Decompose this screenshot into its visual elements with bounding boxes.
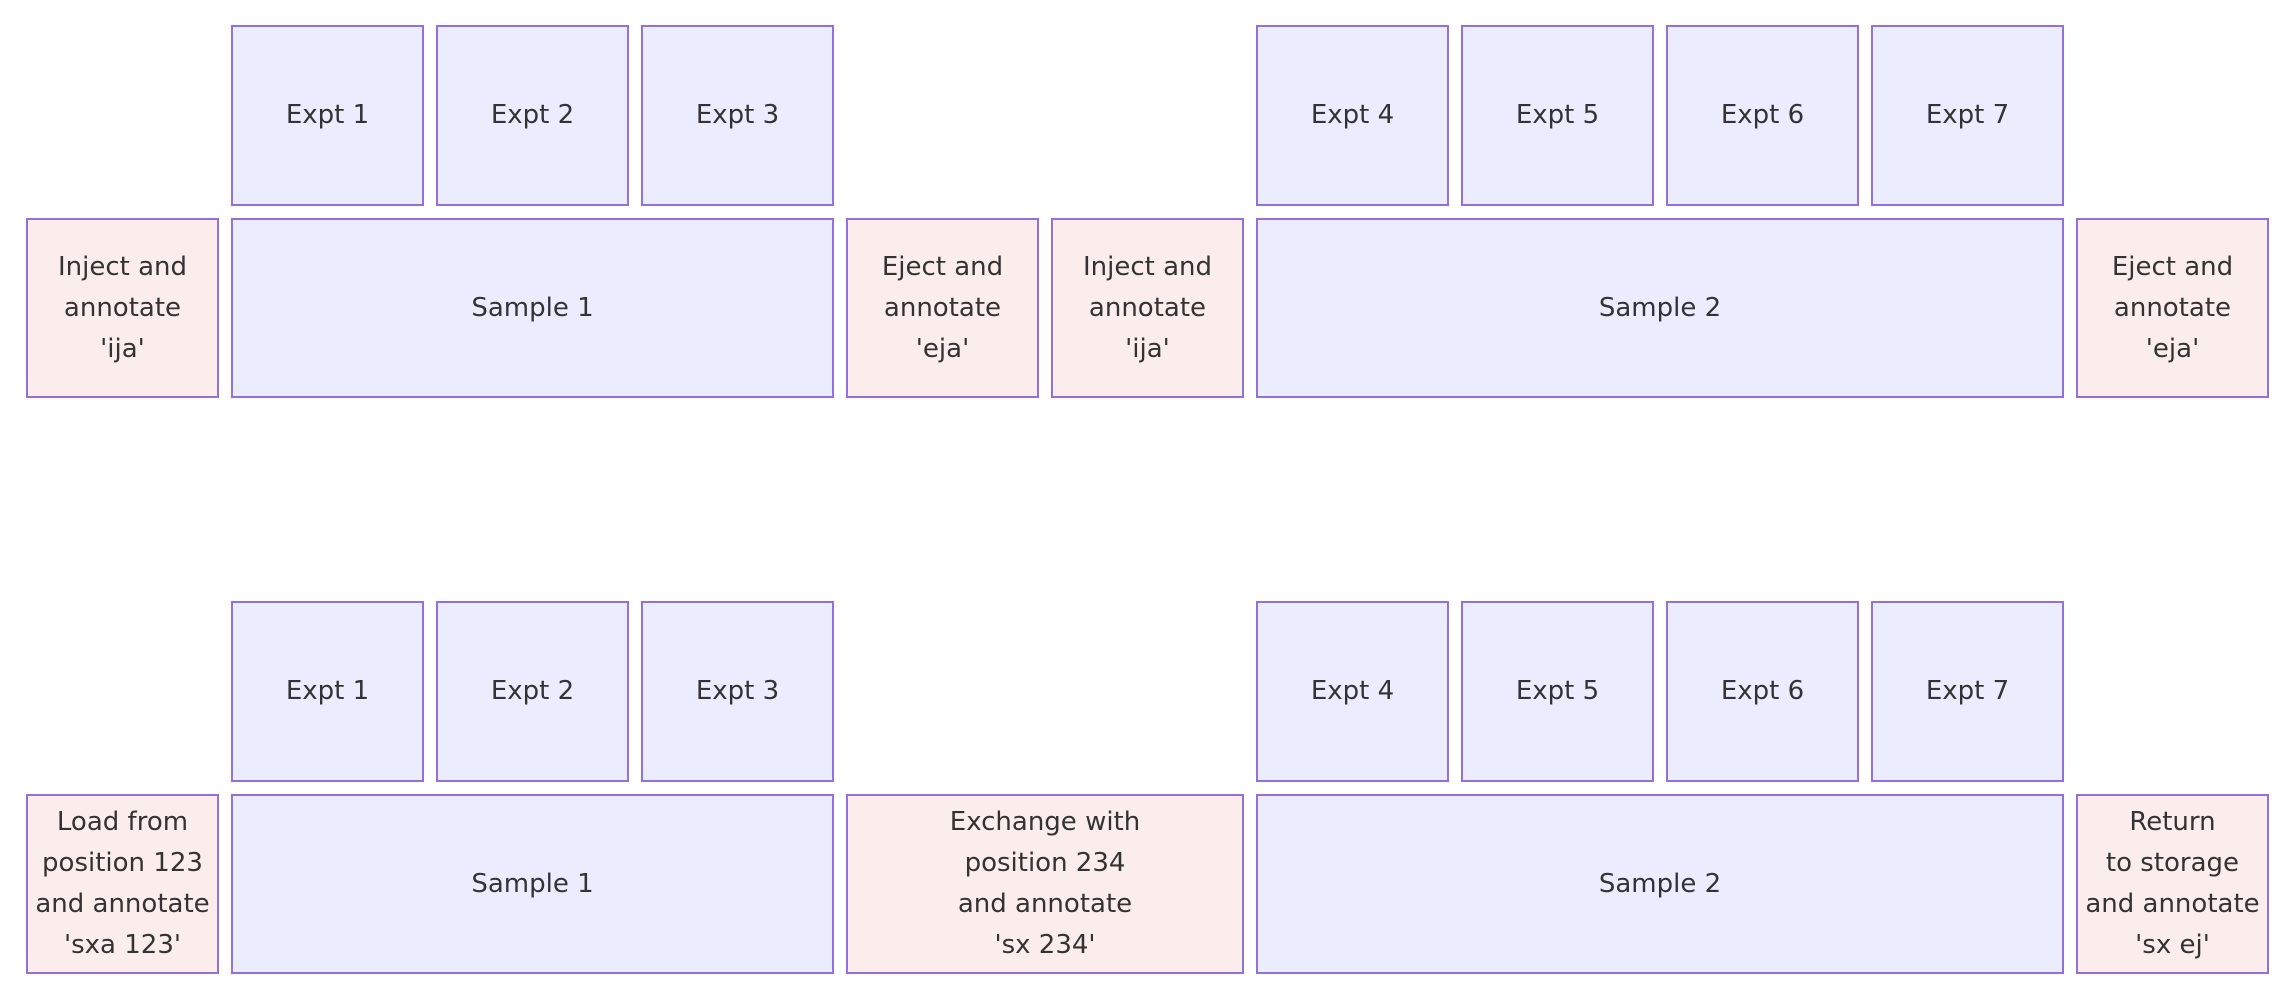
sample-label: Sample 1: [471, 868, 594, 899]
sample-box: Sample 1: [231, 218, 834, 398]
experiment-box: Expt 1: [231, 25, 424, 206]
action-step-box: Inject and annotate 'ija': [26, 218, 219, 398]
experiment-label: Expt 7: [1925, 676, 2010, 706]
action-step-box: Load from position 123 and annotate 'sxa…: [26, 794, 219, 974]
action-step-label: Load from position 123 and annotate 'sxa…: [35, 807, 210, 960]
experiment-box: Expt 4: [1256, 601, 1449, 782]
experiment-label: Expt 2: [490, 676, 575, 706]
experiment-label: Expt 3: [695, 100, 780, 130]
sample-label: Sample 1: [471, 292, 594, 323]
action-step-label: Inject and annotate 'ija': [1082, 251, 1213, 364]
experiment-box: Expt 7: [1871, 25, 2064, 206]
action-step-box: Return to storage and annotate 'sx ej': [2076, 794, 2269, 974]
action-step-label: Inject and annotate 'ija': [57, 251, 188, 364]
experiment-label: Expt 2: [490, 100, 575, 130]
experiment-label: Expt 1: [285, 100, 370, 130]
action-step-label: Exchange with position 234 and annotate …: [949, 807, 1141, 960]
experiment-box: Expt 3: [641, 601, 834, 782]
action-step-box: Inject and annotate 'ija': [1051, 218, 1244, 398]
experiment-box: Expt 5: [1461, 25, 1654, 206]
sample-box: Sample 2: [1256, 218, 2064, 398]
experiment-box: Expt 6: [1666, 25, 1859, 206]
experiment-label: Expt 1: [285, 676, 370, 706]
experiment-label: Expt 4: [1310, 100, 1395, 130]
action-step-label: Return to storage and annotate 'sx ej': [2085, 807, 2260, 960]
experiment-label: Expt 5: [1515, 676, 1600, 706]
experiment-box: Expt 2: [436, 25, 629, 206]
sample-label: Sample 2: [1598, 868, 1722, 899]
experiment-box: Expt 5: [1461, 601, 1654, 782]
experiment-label: Expt 6: [1720, 676, 1805, 706]
experiment-label: Expt 3: [695, 676, 780, 706]
experiment-box: Expt 7: [1871, 601, 2064, 782]
experiment-label: Expt 7: [1925, 100, 2010, 130]
experiment-box: Expt 4: [1256, 25, 1449, 206]
sample-label: Sample 2: [1598, 292, 1722, 323]
action-step-box: Exchange with position 234 and annotate …: [846, 794, 1244, 974]
experiment-label: Expt 4: [1310, 676, 1395, 706]
action-step-label: Eject and annotate 'eja': [881, 251, 1004, 364]
sample-box: Sample 2: [1256, 794, 2064, 974]
action-step-box: Eject and annotate 'eja': [846, 218, 1039, 398]
action-step-label: Eject and annotate 'eja': [2111, 251, 2234, 364]
experiment-label: Expt 6: [1720, 100, 1805, 130]
experiment-box: Expt 2: [436, 601, 629, 782]
experiment-box: Expt 3: [641, 25, 834, 206]
experiment-label: Expt 5: [1515, 100, 1600, 130]
experiment-box: Expt 1: [231, 601, 424, 782]
experiment-box: Expt 6: [1666, 601, 1859, 782]
sample-box: Sample 1: [231, 794, 834, 974]
action-step-box: Eject and annotate 'eja': [2076, 218, 2269, 398]
